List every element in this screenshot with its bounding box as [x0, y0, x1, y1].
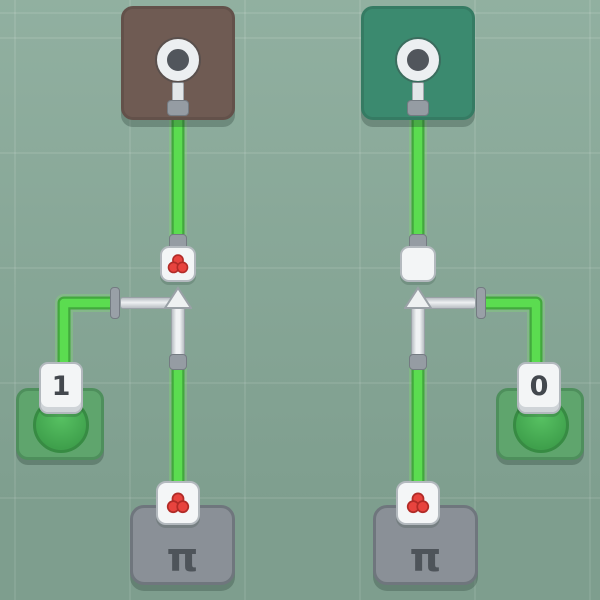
filter-node-right[interactable] [400, 246, 436, 282]
pipe-collar-right [409, 354, 427, 370]
arm-flange-left [110, 287, 120, 319]
triple-dot-red-icon [406, 492, 430, 514]
button-one-label: 1 [51, 370, 71, 402]
arm-flange-right [476, 287, 486, 319]
button-zero[interactable]: 0 [517, 362, 561, 414]
pi-label-left: π [166, 535, 199, 581]
valve-arrow-up-icon-left [164, 286, 192, 309]
pipe-collar-left [169, 354, 187, 370]
button-zero-label: 0 [529, 370, 549, 402]
source-node-right[interactable] [396, 481, 440, 525]
triple-dot-red-icon [166, 492, 190, 514]
valve-arrow-up-icon-right [404, 286, 432, 309]
lamp-ring-icon-right[interactable] [397, 39, 439, 81]
source-node-left[interactable] [156, 481, 200, 525]
lamp-collar-right [407, 100, 429, 116]
button-one[interactable]: 1 [39, 362, 83, 414]
pi-block-left[interactable]: π [130, 505, 235, 585]
triple-dot-red-icon [167, 254, 189, 274]
lamp-ring-icon-left[interactable] [157, 39, 199, 81]
lamp-collar-left [167, 100, 189, 116]
pi-label-right: π [409, 535, 442, 581]
filter-node-left[interactable] [160, 246, 196, 282]
